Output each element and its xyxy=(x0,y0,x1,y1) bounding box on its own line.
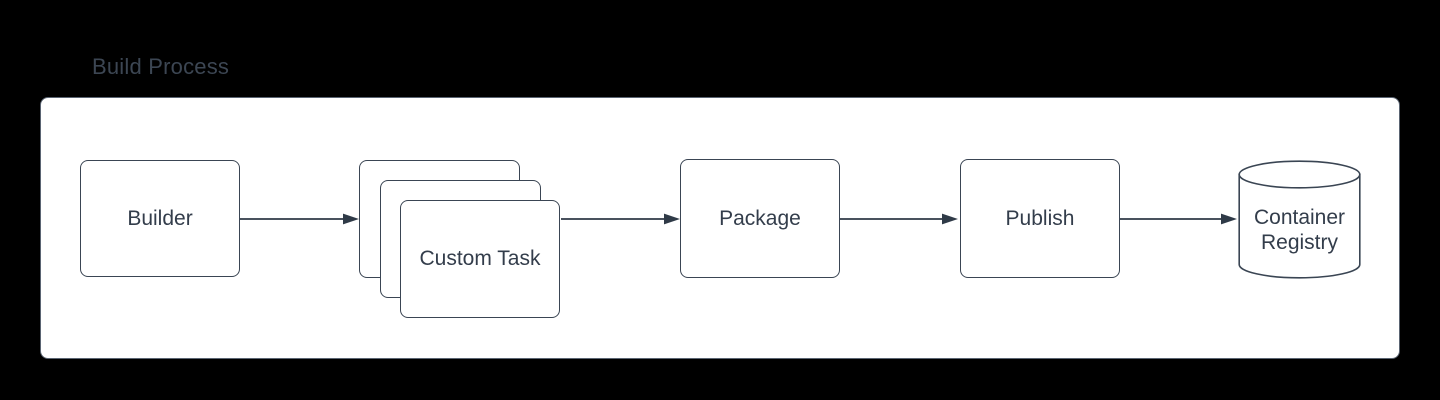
node-publish[interactable]: Publish xyxy=(960,159,1120,278)
node-package[interactable]: Package xyxy=(680,159,840,278)
node-custom-task-label: Custom Task xyxy=(419,247,541,270)
cylinder-shape-icon xyxy=(1238,160,1361,279)
node-builder[interactable]: Builder xyxy=(80,160,240,277)
node-builder-label: Builder xyxy=(127,206,193,230)
node-container-registry[interactable]: Container Registry xyxy=(1238,160,1361,279)
edge-custom-task-to-package[interactable] xyxy=(561,213,680,225)
node-package-label: Package xyxy=(719,206,801,230)
diagram-title: Build Process xyxy=(92,54,230,79)
node-publish-label: Publish xyxy=(1005,206,1075,230)
edge-publish-to-container-registry[interactable] xyxy=(1120,213,1237,225)
edge-package-to-publish[interactable] xyxy=(840,213,958,225)
edge-builder-to-custom-task[interactable] xyxy=(240,213,359,225)
node-custom-task-card-front[interactable]: Custom Task xyxy=(400,200,560,318)
